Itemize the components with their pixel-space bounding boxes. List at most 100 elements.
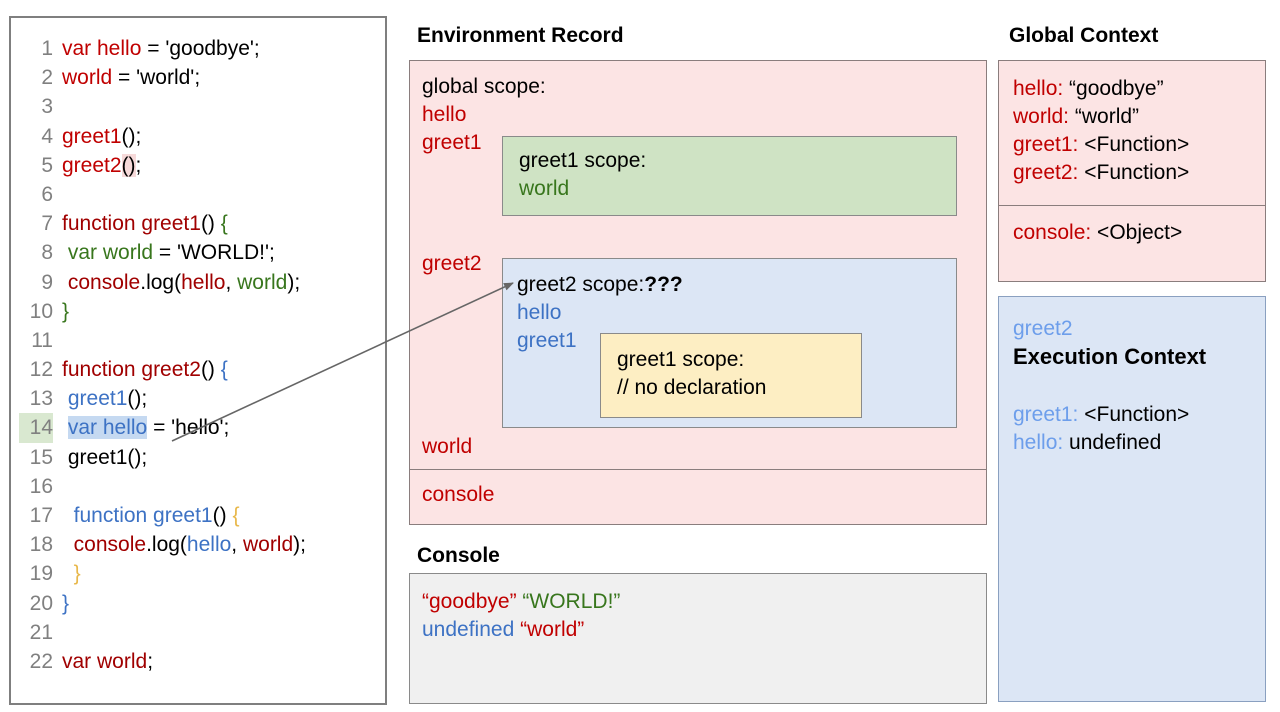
gc-entry-greet1: greet1: <Function> xyxy=(1013,131,1189,158)
entry-value: <Object> xyxy=(1091,221,1183,244)
greet2-scope-header-text: greet2 scope: xyxy=(517,273,645,296)
line-number: 14 xyxy=(19,413,53,443)
code-line[interactable]: 19 } xyxy=(19,559,383,588)
line-number: 5 xyxy=(41,153,53,177)
code-token: world xyxy=(237,270,288,294)
line-number: 9 xyxy=(41,270,53,294)
greet1-inner-header: greet1 scope: xyxy=(617,348,745,371)
entry-key: greet1: xyxy=(1013,403,1079,426)
line-number: 16 xyxy=(29,474,53,498)
greet2-scope-header: greet2 scope:??? xyxy=(517,271,683,298)
code-token: var world xyxy=(67,241,154,265)
entry-value: undefined xyxy=(1063,431,1162,454)
greet2-scope-unknown-marker: ??? xyxy=(644,273,683,296)
code-token: greet1 xyxy=(62,124,122,148)
console-title: Console xyxy=(417,544,500,567)
global-context-title: Global Context xyxy=(1009,24,1159,47)
entry-value: <Function> xyxy=(1078,403,1190,426)
line-number: 18 xyxy=(29,533,53,557)
code-line[interactable]: 20} xyxy=(19,589,383,618)
code-token: { xyxy=(220,358,228,382)
code-token: greet1(); xyxy=(62,445,148,469)
console-token: “WORLD!” xyxy=(522,590,621,613)
code-line[interactable]: 16 xyxy=(19,472,383,501)
er-binding-hello: hello xyxy=(422,103,467,126)
line-number: 4 xyxy=(41,124,53,148)
code-line[interactable]: 10} xyxy=(19,297,383,326)
code-token: function greet2 xyxy=(62,358,201,382)
greet2-scope-entry-greet1: greet1 xyxy=(517,329,577,352)
code-token: (); xyxy=(121,124,142,148)
code-token: } xyxy=(73,562,81,586)
console-row-0: “goodbye” “WORLD!” xyxy=(422,588,620,615)
line-number: 2 xyxy=(41,66,53,90)
code-token: greet2 xyxy=(62,153,122,177)
code-token xyxy=(62,416,68,439)
line-number: 22 xyxy=(29,649,53,673)
gc-entry-hello: hello: “goodbye” xyxy=(1013,75,1164,102)
code-token: var world xyxy=(62,649,148,673)
line-number: 15 xyxy=(29,445,53,469)
code-token xyxy=(62,533,74,556)
code-token: world xyxy=(62,66,113,90)
greet1-inner-scope-box: greet1 scope: // no declaration xyxy=(600,333,862,418)
code-line[interactable]: 18 console.log(hello, world); xyxy=(19,530,383,559)
code-line[interactable]: 4 greet1(); xyxy=(19,122,383,151)
entry-key: hello: xyxy=(1013,77,1064,100)
ec-function-name: greet2 xyxy=(1013,317,1073,340)
code-line[interactable]: 17 function greet1() { xyxy=(19,501,383,530)
code-token: = 'goodbye'; xyxy=(141,37,260,60)
code-line[interactable]: 3 xyxy=(19,92,383,121)
code-line[interactable]: 14 var hello = 'hello'; xyxy=(19,413,383,443)
code-token: .log( xyxy=(146,533,187,557)
line-number: 20 xyxy=(29,591,53,615)
line-number: 17 xyxy=(29,504,53,527)
console-token: undefined xyxy=(422,618,515,641)
code-line[interactable]: 21 xyxy=(19,618,383,647)
code-token: ; xyxy=(135,153,142,177)
line-number: 19 xyxy=(29,562,53,586)
line-number: 6 xyxy=(41,182,53,206)
code-token: ); xyxy=(287,270,301,294)
code-token: () xyxy=(200,212,221,236)
global-context-panel: hello: “goodbye” world: “world” greet1: … xyxy=(998,60,1266,282)
code-token: , xyxy=(231,533,243,557)
console-token: “world” xyxy=(520,618,585,641)
code-token: = 'hello'; xyxy=(147,416,230,440)
code-token: .log( xyxy=(140,270,182,294)
entry-key: hello: xyxy=(1013,431,1064,454)
code-line[interactable]: 15 greet1(); xyxy=(19,443,383,472)
gc-entry-world: world: “world” xyxy=(1013,103,1139,130)
er-binding-world: world xyxy=(422,435,473,458)
entry-key: greet1: xyxy=(1013,133,1079,156)
entry-value: “goodbye” xyxy=(1063,77,1164,100)
code-line[interactable]: 6 xyxy=(19,180,383,209)
entry-value: <Function> xyxy=(1078,161,1190,184)
entry-value: “world” xyxy=(1069,105,1140,128)
global-context-divider xyxy=(999,205,1265,206)
code-token: , xyxy=(225,270,238,294)
code-token: { xyxy=(232,504,240,527)
code-line[interactable]: 8 var world = 'WORLD!'; xyxy=(19,238,383,267)
gc-entry-console: console: <Object> xyxy=(1013,219,1182,246)
code-line[interactable]: 13 greet1(); xyxy=(19,384,383,413)
code-line[interactable]: 9 console.log(hello, world); xyxy=(19,268,383,297)
code-token: } xyxy=(62,591,70,615)
line-number: 7 xyxy=(41,212,53,236)
code-token: console xyxy=(73,533,147,557)
code-token: hello xyxy=(181,270,226,294)
console-panel: “goodbye” “WORLD!” undefined “world” xyxy=(409,573,987,704)
ec-entry-greet1: greet1: <Function> xyxy=(1013,401,1189,428)
console-row-1: undefined “world” xyxy=(422,616,584,643)
code-line[interactable]: 11 xyxy=(19,326,383,355)
entry-key: console: xyxy=(1013,221,1092,244)
line-number: 12 xyxy=(29,358,53,382)
